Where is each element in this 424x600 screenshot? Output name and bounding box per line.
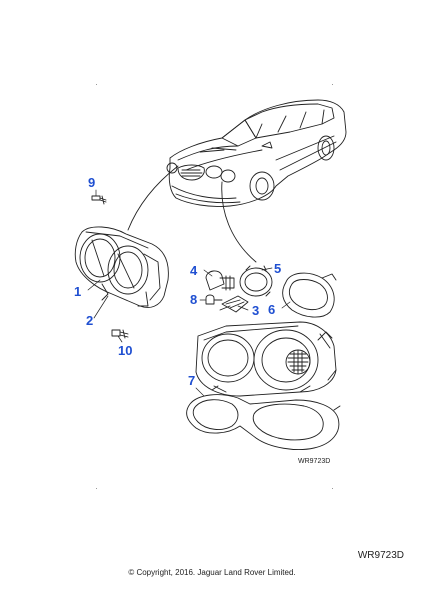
callout-8[interactable]: 8 <box>190 292 198 307</box>
callout-4[interactable]: 4 <box>190 263 198 278</box>
bolt-10 <box>111 329 129 339</box>
ring-5 <box>239 265 273 297</box>
callout-9[interactable]: 9 <box>88 175 96 190</box>
callout-10[interactable]: 10 <box>118 343 133 358</box>
diagram-code-inline: WR9723D <box>298 458 331 465</box>
headlamp-body <box>195 321 337 397</box>
bolt-9 <box>91 195 107 205</box>
gasket-6 <box>282 272 337 318</box>
diagram-code: WR9723D <box>357 550 404 561</box>
crop-mark <box>96 488 97 489</box>
callout-3[interactable]: 3 <box>252 303 260 318</box>
bulb-8 <box>205 294 223 305</box>
callout-6[interactable]: 6 <box>268 302 276 317</box>
callout-1[interactable]: 1 <box>74 284 82 299</box>
crop-mark <box>96 84 97 85</box>
callout-5[interactable]: 5 <box>274 261 282 276</box>
socket-3 <box>219 295 249 313</box>
bezel-7 <box>186 385 341 450</box>
crop-mark <box>332 84 333 85</box>
callout-2[interactable]: 2 <box>86 313 94 328</box>
headlamp-assembly <box>74 226 169 308</box>
copyright-notice: © Copyright, 2016. Jaguar Land Rover Lim… <box>128 568 296 577</box>
leader-lines <box>87 189 291 397</box>
bulb-4 <box>205 270 235 291</box>
callout-7[interactable]: 7 <box>188 373 196 388</box>
car-illustration <box>166 99 347 207</box>
crop-mark <box>332 488 333 489</box>
